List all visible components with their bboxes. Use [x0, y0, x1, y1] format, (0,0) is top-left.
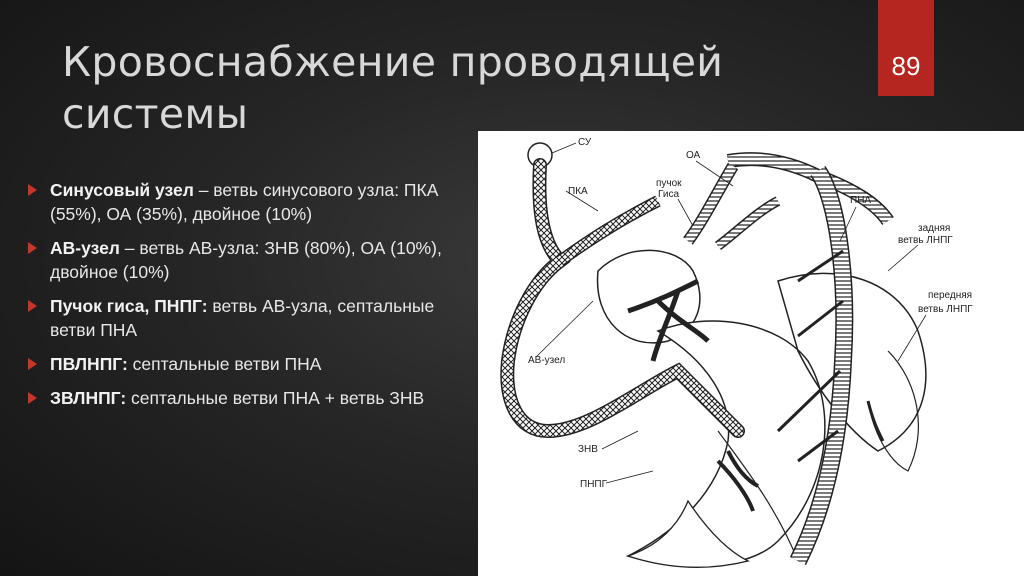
label-puchok-line2: Гиса: [658, 189, 679, 200]
bullet-bold: Синусовый узел: [50, 180, 194, 200]
bullet-arrow-icon: [28, 392, 37, 404]
label-perednyaya-line1: передняя: [928, 290, 972, 301]
page-number-badge: 89: [878, 0, 934, 96]
bullet-arrow-icon: [28, 184, 37, 196]
bullet-list: Синусовый узел – ветвь синусового узла: …: [22, 178, 472, 420]
label-zadnyaya-line2: ветвь ЛНПГ: [898, 235, 953, 246]
bullet-bold: Пучок гиса, ПНПГ:: [50, 296, 208, 316]
bullet-text: – ветвь АВ-узла: ЗНВ (80%), ОА (10%), дв…: [50, 238, 442, 282]
label-su: СУ: [578, 137, 592, 148]
bullet-text: ветвь АВ-узла, септальные ветви ПНА: [50, 296, 435, 340]
bullet-text: септальные ветви ПНА: [127, 354, 322, 374]
bullet-item: ПВЛНПГ: септальные ветви ПНА: [22, 352, 472, 376]
bullet-arrow-icon: [28, 242, 37, 254]
heart-vessels-illustration: СУ ПКА ОА пучок Гиса ПНА задняя ветвь ЛН…: [500, 137, 973, 568]
bullet-arrow-icon: [28, 300, 37, 312]
label-pnpg: ПНПГ: [580, 479, 608, 490]
slide-title: Кровоснабжение проводящей системы: [62, 38, 724, 138]
label-av: АВ-узел: [528, 355, 565, 366]
bullet-bold: ЗВЛНПГ:: [50, 388, 127, 408]
label-pna: ПНА: [850, 195, 871, 206]
bullet-arrow-icon: [28, 358, 37, 370]
bullet-bold: ПВЛНПГ:: [50, 354, 128, 374]
label-zadnyaya-line1: задняя: [918, 223, 950, 234]
label-pka: ПКА: [568, 186, 588, 197]
bullet-bold: АВ-узел: [50, 238, 120, 258]
bullet-item: ЗВЛНПГ: септальные ветви ПНА + ветвь ЗНВ: [22, 386, 472, 410]
label-perednyaya-line2: ветвь ЛНПГ: [918, 304, 973, 315]
label-oa: ОА: [686, 150, 701, 161]
label-puchok-line1: пучок: [656, 178, 682, 189]
bullet-text: септальные ветви ПНА + ветвь ЗНВ: [126, 388, 425, 408]
bullet-item: АВ-узел – ветвь АВ-узла: ЗНВ (80%), ОА (…: [22, 236, 472, 284]
conduction-system-diagram: СУ ПКА ОА пучок Гиса ПНА задняя ветвь ЛН…: [478, 131, 1024, 576]
bullet-item: Синусовый узел – ветвь синусового узла: …: [22, 178, 472, 226]
bullet-text: – ветвь синусового узла: ПКА (55%), ОА (…: [50, 180, 439, 224]
label-znv: ЗНВ: [578, 444, 598, 455]
bullet-item: Пучок гиса, ПНПГ: ветвь АВ-узла, септаль…: [22, 294, 472, 342]
